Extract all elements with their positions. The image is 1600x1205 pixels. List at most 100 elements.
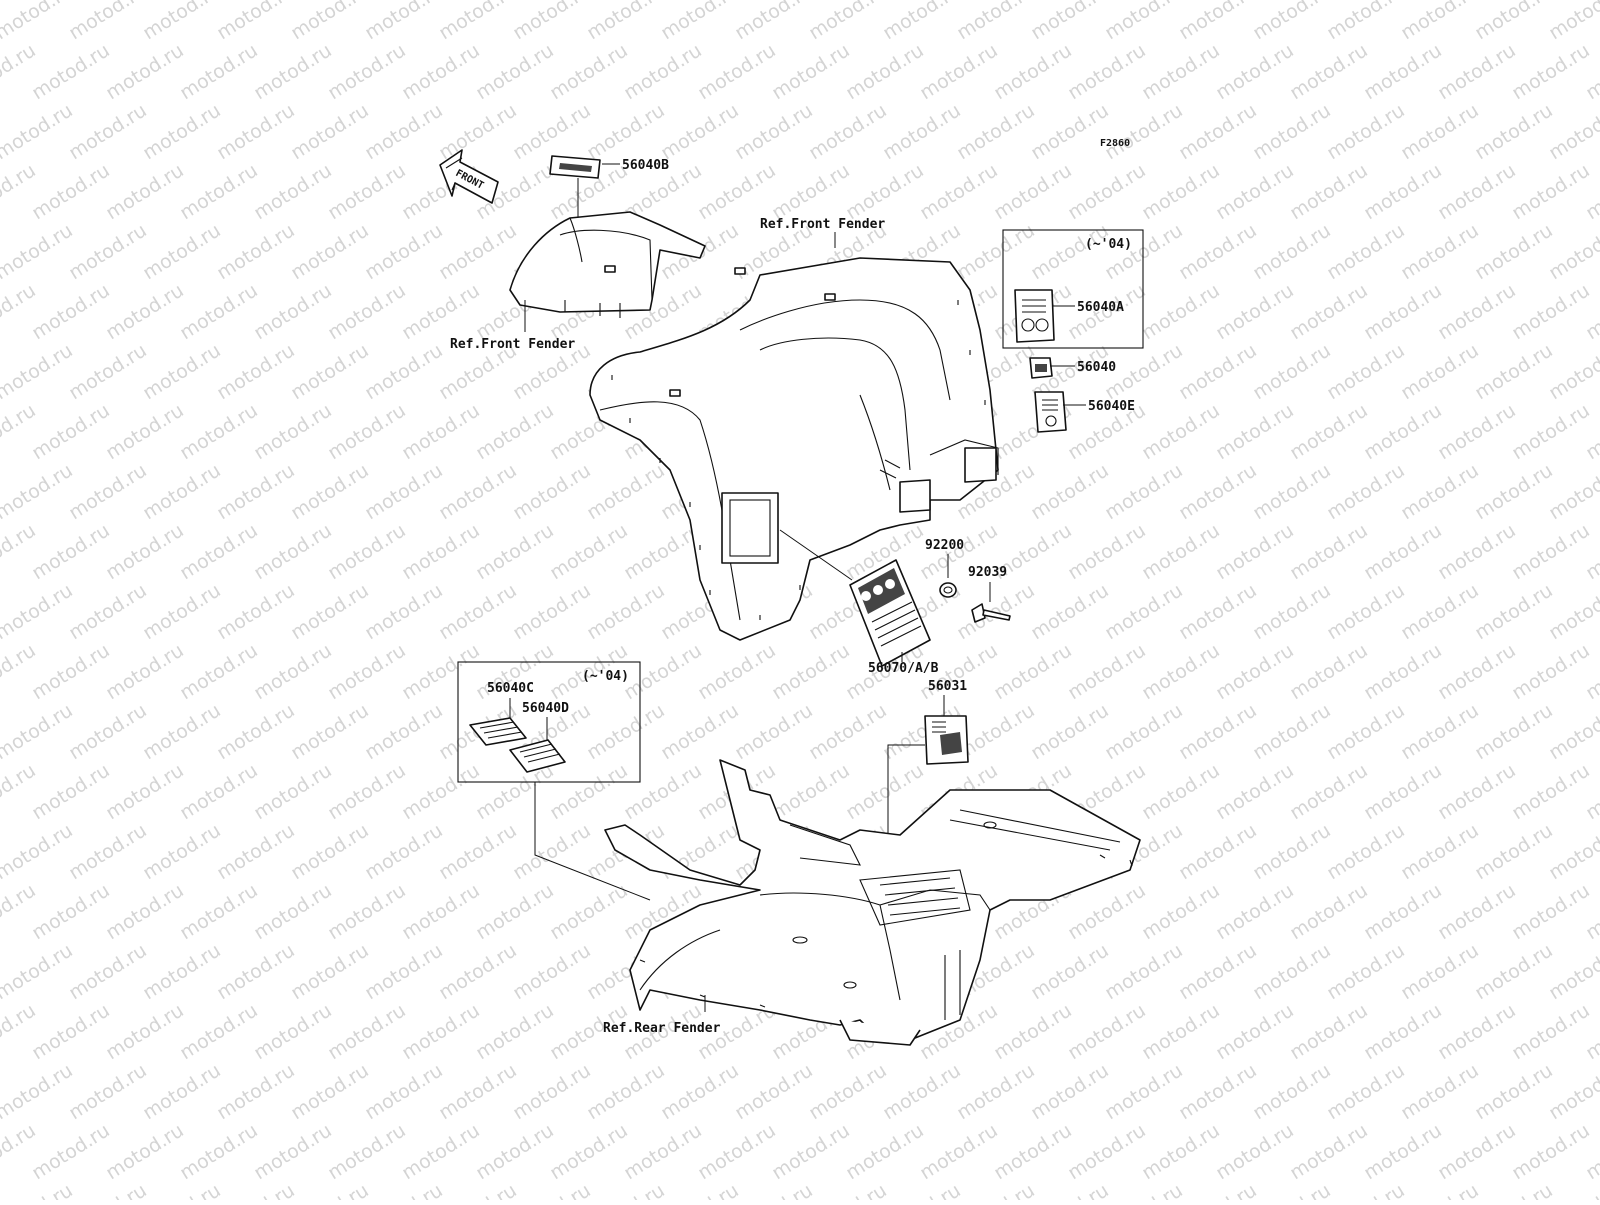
watermark-text: motod.ru <box>1545 699 1600 764</box>
decal-56040 <box>1029 357 1053 379</box>
watermark-text: motod.ru <box>176 999 262 1064</box>
watermark-text: motod.ru <box>583 579 669 644</box>
watermark-text: motod.ru <box>1323 819 1409 884</box>
watermark-text: motod.ru <box>1175 219 1261 284</box>
watermark-text: motod.ru <box>1545 219 1600 284</box>
watermark-text: motod.ru <box>1212 39 1298 104</box>
watermark-text: motod.ru <box>1138 159 1224 224</box>
watermark-text: motod.ru <box>102 159 188 224</box>
watermark-text: motod.ru <box>361 699 447 764</box>
watermark-text: motod.ru <box>250 159 336 224</box>
watermark-text: motod.ru <box>509 819 595 884</box>
watermark-text: motod.ru <box>1323 1179 1409 1200</box>
watermark-text: motod.ru <box>546 1119 632 1184</box>
decal-56040b <box>549 155 601 179</box>
watermark-text: motod.ru <box>1360 759 1446 824</box>
watermark-text: motod.ru <box>1175 459 1261 524</box>
watermark-text: motod.ru <box>1471 579 1557 644</box>
watermark-text: motod.ru <box>620 39 706 104</box>
watermark-text: motod.ru <box>213 0 299 44</box>
front-fender-body <box>589 257 999 641</box>
watermark-text: motod.ru <box>1323 99 1409 164</box>
watermark-text: motod.ru <box>768 39 854 104</box>
watermark-text: motod.ru <box>805 1179 891 1200</box>
watermark-text: motod.ru <box>102 759 188 824</box>
watermark-text: motod.ru <box>1471 339 1557 404</box>
watermark-text: motod.ru <box>324 999 410 1064</box>
watermark-text: motod.ru <box>0 699 77 764</box>
watermark-text: motod.ru <box>1212 1119 1298 1184</box>
watermark-text: motod.ru <box>1286 999 1372 1064</box>
watermark-text: motod.ru <box>583 459 669 524</box>
watermark-text: motod.ru <box>1471 219 1557 284</box>
variant-box-left <box>457 661 641 783</box>
watermark-text: motod.ru <box>1138 279 1224 344</box>
watermark-text: motod.ru <box>1434 1119 1520 1184</box>
watermark-text: motod.ru <box>694 1119 780 1184</box>
watermark-text: motod.ru <box>1175 699 1261 764</box>
watermark-text: motod.ru <box>805 699 891 764</box>
watermark-text: motod.ru <box>139 1059 225 1124</box>
watermark-text: motod.ru <box>1027 939 1113 1004</box>
watermark-text: motod.ru <box>361 99 447 164</box>
watermark-text: motod.ru <box>65 579 151 644</box>
watermark-text: motod.ru <box>250 399 336 464</box>
watermark-text: motod.ru <box>805 99 891 164</box>
watermark-text: motod.ru <box>583 99 669 164</box>
watermark-text: motod.ru <box>1508 639 1594 704</box>
watermark-text: motod.ru <box>361 579 447 644</box>
watermark-text: motod.ru <box>435 219 521 284</box>
watermark-text: motod.ru <box>65 1179 151 1200</box>
watermark-text: motod.ru <box>1323 1059 1409 1124</box>
watermark-text: motod.ru <box>213 1179 299 1200</box>
watermark-text: motod.ru <box>65 459 151 524</box>
watermark-text: motod.ru <box>694 159 780 224</box>
watermark-text: motod.ru <box>1545 939 1600 1004</box>
watermark-text: motod.ru <box>361 1179 447 1200</box>
watermark-text: motod.ru <box>1323 339 1409 404</box>
watermark-text: motod.ru <box>509 579 595 644</box>
part-label-56031: 56031 <box>928 679 967 694</box>
watermark-text: motod.ru <box>1249 699 1335 764</box>
watermark-text: motod.ru <box>1286 159 1372 224</box>
watermark-text: motod.ru <box>1471 699 1557 764</box>
watermark-text: motod.ru <box>1360 399 1446 464</box>
watermark-text: motod.ru <box>509 0 595 44</box>
watermark-text: motod.ru <box>805 1059 891 1124</box>
watermark-text: motod.ru <box>990 159 1076 224</box>
watermark-text: motod.ru <box>28 399 114 464</box>
watermark-text: motod.ru <box>953 579 1039 644</box>
watermark-text: motod.ru <box>1434 879 1520 944</box>
watermark-text: motod.ru <box>1249 1059 1335 1124</box>
part-label-56040: 56040 <box>1077 360 1116 375</box>
watermark-text: motod.ru <box>1027 99 1113 164</box>
watermark-text: motod.ru <box>1434 159 1520 224</box>
watermark-text: motod.ru <box>1101 0 1187 44</box>
watermark-text: motod.ru <box>879 99 965 164</box>
watermark-text: motod.ru <box>1138 39 1224 104</box>
watermark-text: motod.ru <box>1508 159 1594 224</box>
watermark-text: motod.ru <box>1323 699 1409 764</box>
watermark-text: motod.ru <box>1397 99 1483 164</box>
watermark-text: motod.ru <box>1175 1059 1261 1124</box>
watermark-text: motod.ru <box>768 1119 854 1184</box>
watermark-text: motod.ru <box>731 0 817 44</box>
watermark-text: motod.ru <box>879 1179 965 1200</box>
watermark-text: motod.ru <box>102 639 188 704</box>
watermark-text: motod.ru <box>1212 999 1298 1064</box>
part-label-92039: 92039 <box>968 565 1007 580</box>
watermark-text: motod.ru <box>361 459 447 524</box>
watermark-text: motod.ru <box>1175 99 1261 164</box>
watermark-text: motod.ru <box>250 519 336 584</box>
watermark-text: motod.ru <box>472 759 558 824</box>
watermark-text: motod.ru <box>0 819 77 884</box>
watermark-text: motod.ru <box>1397 1179 1483 1200</box>
watermark-text: motod.ru <box>1508 1119 1594 1184</box>
front-fender-cover <box>509 211 706 318</box>
decal-56070 <box>849 559 931 667</box>
watermark-text: motod.ru <box>324 639 410 704</box>
watermark-text: motod.ru <box>287 819 373 884</box>
watermark-text: motod.ru <box>1397 939 1483 1004</box>
watermark-text: motod.ru <box>1249 339 1335 404</box>
